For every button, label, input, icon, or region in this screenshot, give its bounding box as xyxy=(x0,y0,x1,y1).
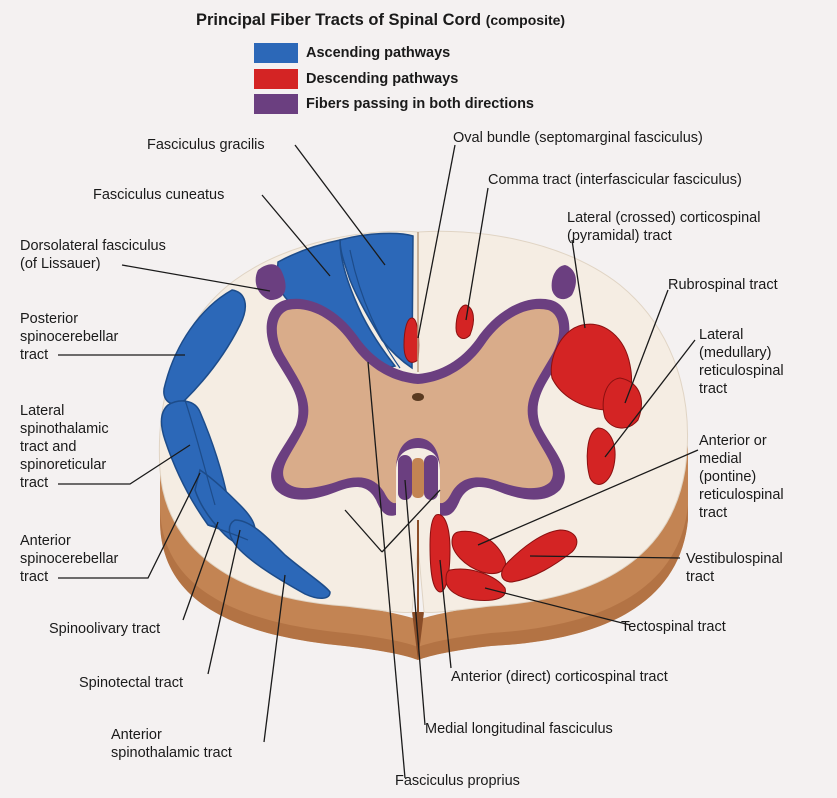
central-canal xyxy=(412,393,424,401)
dorsolateral-fasciculus-right xyxy=(551,265,576,300)
label-dorsolateral-fasciculus: Dorsolateral fasciculus (of Lissauer) xyxy=(20,238,166,272)
ascending-tracts xyxy=(160,232,414,599)
legend-swatch-descending xyxy=(254,69,298,89)
leader-lines xyxy=(58,144,699,779)
leader-fasciculus-gracilis xyxy=(294,144,386,266)
leader-oval-bundle xyxy=(417,144,456,339)
legend-swatch-both-directions xyxy=(254,94,298,114)
medial-longitudinal-fasciculus-region xyxy=(398,455,438,500)
label-oval-bundle: Oval bundle (septomarginal fasciculus) xyxy=(453,130,703,146)
leader-dorsolateral xyxy=(121,264,271,292)
leader-anterior-reticulospinal xyxy=(477,449,699,546)
label-spinoolivary: Spinoolivary tract xyxy=(49,621,161,637)
label-lateral-reticulospinal: Lateral (medullary) reticulospinal tract xyxy=(699,327,784,397)
leader-fasciculus-proprius-b xyxy=(344,509,383,553)
legend-item-ascending: Ascending pathways xyxy=(254,42,450,64)
legend-label-ascending: Ascending pathways xyxy=(306,45,451,61)
leader-lateral-corticospinal xyxy=(571,239,586,329)
lateral-reticulospinal-region xyxy=(586,427,616,485)
legend-label-descending: Descending pathways xyxy=(306,71,459,87)
leader-anterior-corticospinal xyxy=(439,559,452,669)
label-lateral-corticospinal: Lateral (crossed) corticospinal (pyramid… xyxy=(567,210,761,244)
leader-fasciculus-proprius-c xyxy=(381,489,441,553)
legend-item-descending: Descending pathways xyxy=(254,68,458,90)
label-posterior-spinocerebellar: Posterior spinocerebellar tract xyxy=(20,311,119,363)
title-suffix: (composite) xyxy=(485,12,566,28)
label-comma-tract: Comma tract (interfascicular fasciculus) xyxy=(488,172,742,188)
oval-bundle-region xyxy=(403,317,420,363)
label-fasciculus-cuneatus: Fasciculus cuneatus xyxy=(93,187,225,203)
label-medial-longitudinal: Medial longitudinal fasciculus xyxy=(425,721,613,737)
anterior-spinothalamic-region xyxy=(228,519,331,599)
label-vestibulospinal: Vestibulospinal tract xyxy=(686,551,783,585)
legend-swatch-ascending xyxy=(254,43,298,63)
legend-item-both-directions: Fibers passing in both directions xyxy=(254,93,534,115)
tract-divider-lines xyxy=(184,249,401,541)
leader-spinotectal xyxy=(207,529,241,675)
label-anterior-spinothalamic: Anterior spinothalamic tract xyxy=(111,727,232,761)
label-anterior-corticospinal: Anterior (direct) corticospinal tract xyxy=(451,669,668,685)
label-lateral-spinothalamic: Lateral spinothalamic tract and spinoret… xyxy=(20,403,109,491)
leader-lateral-spinothalamic xyxy=(58,444,191,485)
label-fasciculus-proprius: Fasciculus proprius xyxy=(395,773,520,789)
title-main: Principal Fiber Tracts of Spinal Cord xyxy=(196,11,482,29)
gray-matter xyxy=(276,308,560,504)
leader-lateral-reticulospinal xyxy=(604,339,696,458)
label-spinotectal: Spinotectal tract xyxy=(79,675,183,691)
label-rubrospinal: Rubrospinal tract xyxy=(668,277,778,293)
label-fasciculus-gracilis: Fasciculus gracilis xyxy=(147,137,265,153)
dorsolateral-fasciculus-region xyxy=(255,264,286,300)
leader-rubrospinal xyxy=(624,289,669,404)
tectospinal-region xyxy=(445,568,506,601)
leader-spinoolivary xyxy=(182,521,219,621)
leader-fasciculus-cuneatus xyxy=(261,194,331,277)
legend-label-both-directions: Fibers passing in both directions xyxy=(306,96,534,112)
label-anterior-spinocerebellar: Anterior spinocerebellar tract xyxy=(20,533,119,585)
label-tectospinal: Tectospinal tract xyxy=(621,619,726,635)
diagram-title: Principal Fiber Tracts of Spinal Cord (c… xyxy=(196,11,565,30)
rubrospinal-region xyxy=(602,377,642,429)
anterior-corticospinal-region xyxy=(429,514,451,593)
comma-tract-region xyxy=(455,304,474,339)
leader-anterior-spinocerebellar xyxy=(58,472,201,579)
leader-anterior-spinothalamic xyxy=(263,574,286,743)
leader-vestibulospinal xyxy=(529,555,681,559)
descending-tracts xyxy=(403,304,642,601)
leader-medial-longitudinal xyxy=(404,479,426,726)
anterior-reticulospinal-region xyxy=(451,530,506,574)
leader-tectospinal xyxy=(484,587,631,626)
leader-fasciculus-proprius-a xyxy=(367,361,406,779)
leader-comma-tract xyxy=(465,187,489,321)
label-anterior-reticulospinal: Anterior or medial (pontine) reticulospi… xyxy=(699,433,784,521)
